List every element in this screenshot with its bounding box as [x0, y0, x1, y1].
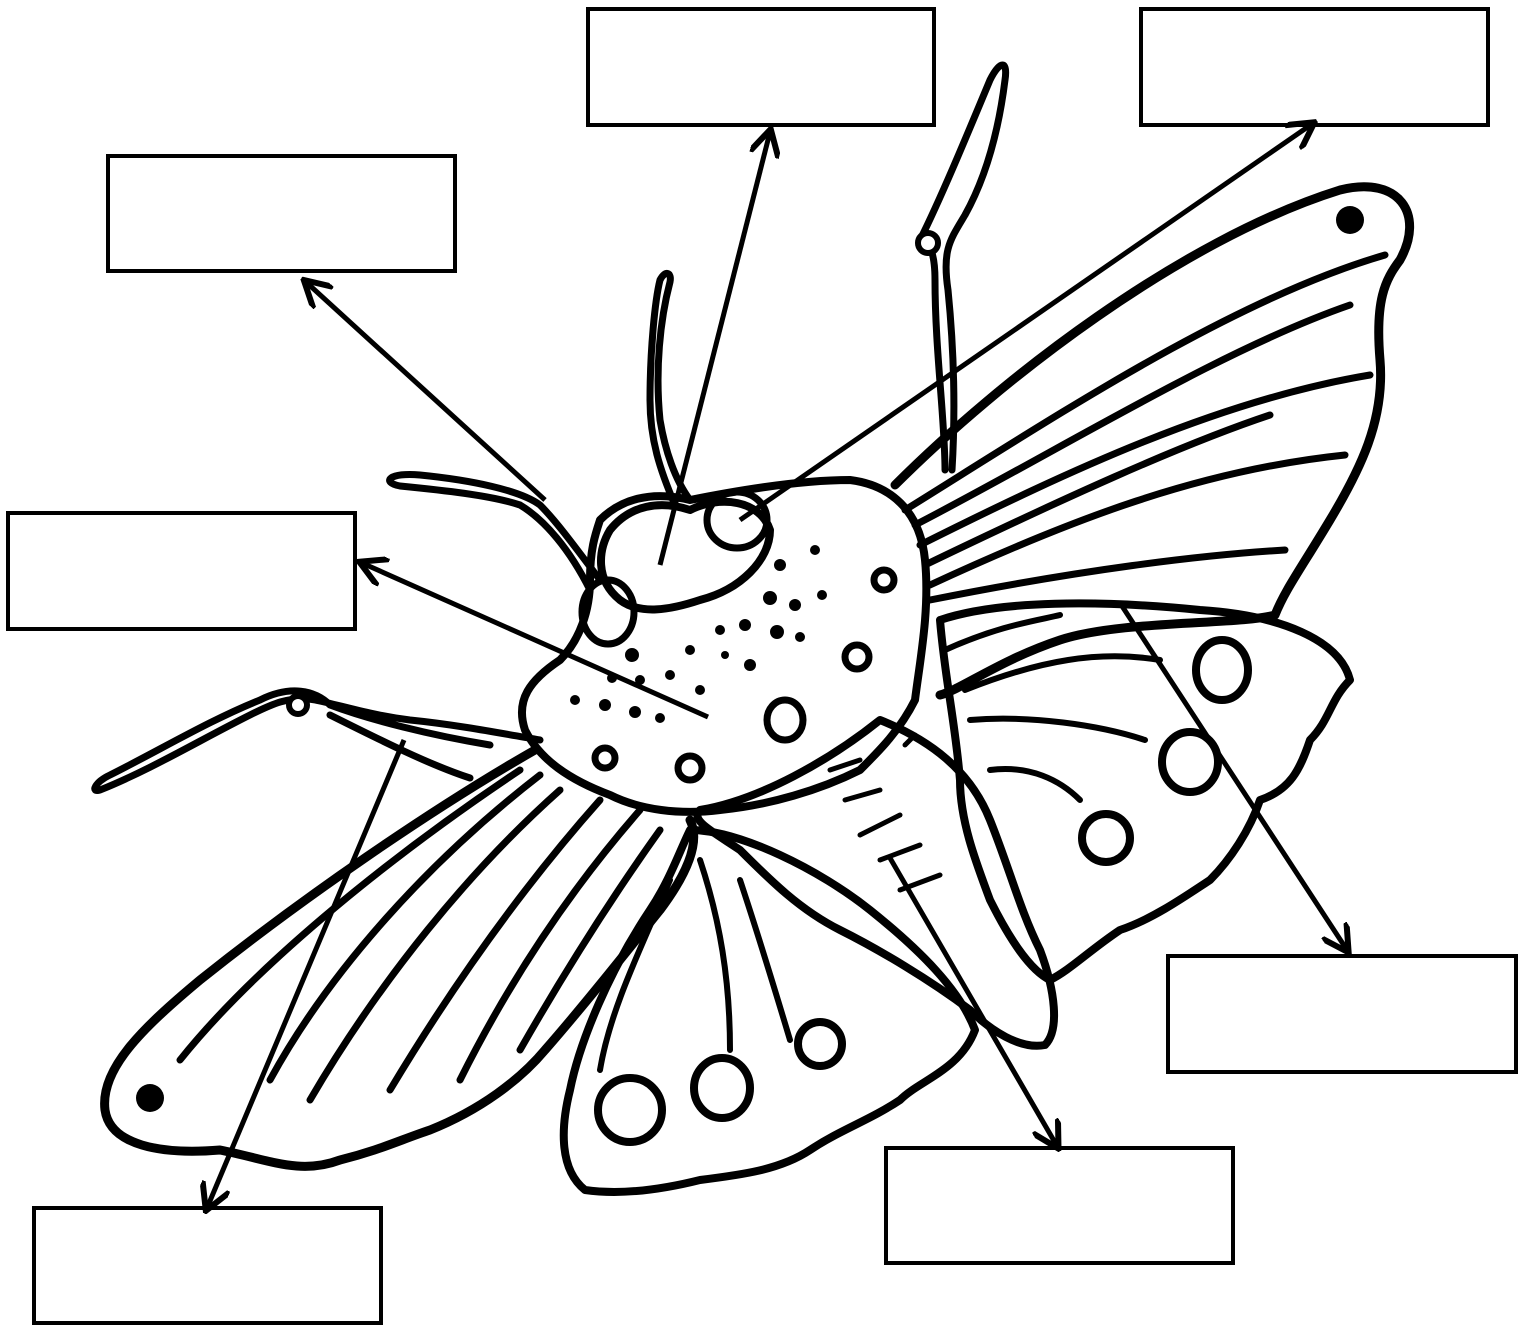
arrow-to-label-7	[207, 740, 404, 1208]
antenna-club	[918, 233, 938, 253]
lower-left-wing	[105, 750, 694, 1166]
leg-joint	[289, 696, 307, 714]
label-box-5[interactable]	[1168, 956, 1516, 1072]
wing-tip-spot	[136, 1084, 164, 1112]
label-box-1[interactable]	[588, 9, 934, 125]
lower-hindwing-veins	[600, 860, 790, 1070]
label-box-3[interactable]	[108, 156, 455, 271]
thorax-rings	[595, 570, 894, 780]
wing-tip-spot	[1336, 206, 1364, 234]
front-leg	[390, 474, 600, 590]
label-box-4[interactable]	[8, 513, 355, 629]
label-box-6[interactable]	[886, 1148, 1233, 1263]
abdomen-marks	[830, 735, 940, 890]
middle-leg	[95, 691, 540, 791]
arrow-to-label-5	[1120, 603, 1347, 950]
lower-hindwing-spots	[598, 1022, 842, 1142]
label-box-7[interactable]	[34, 1208, 381, 1323]
label-box-2[interactable]	[1141, 9, 1488, 125]
arrow-to-label-4	[362, 563, 708, 717]
arrow-to-label-3	[306, 282, 545, 500]
arrow-to-label-6	[890, 858, 1057, 1146]
thorax-dots	[570, 545, 827, 723]
